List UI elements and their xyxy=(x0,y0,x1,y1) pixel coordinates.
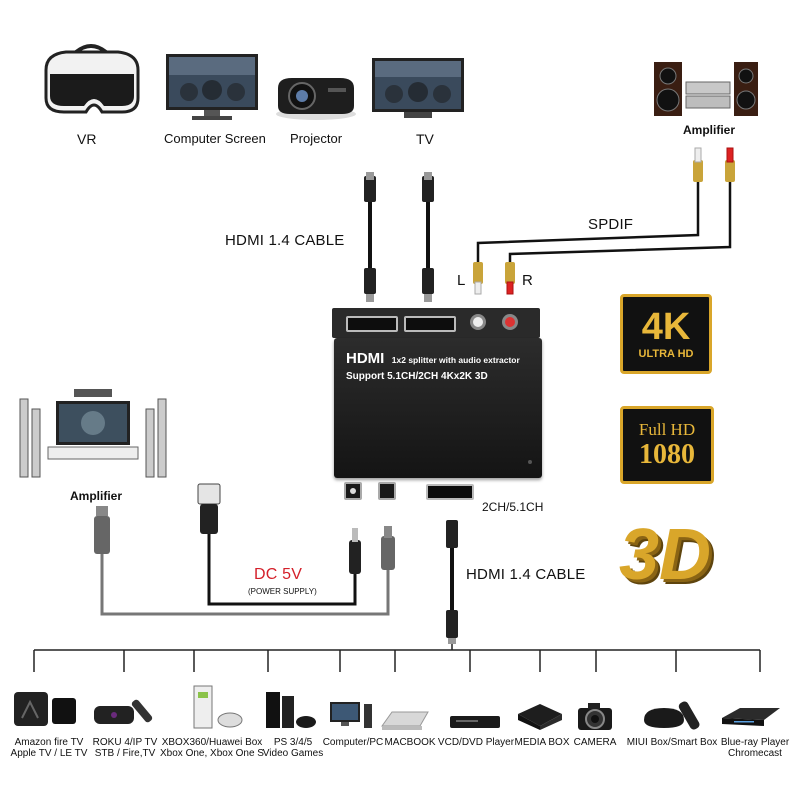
streaming-box-icon xyxy=(12,688,78,728)
vr-label: VR xyxy=(77,131,97,147)
bluray-player-icon xyxy=(720,702,782,732)
smart-box-icon xyxy=(640,698,702,732)
camera-icon xyxy=(576,700,614,732)
source-label-pc: Computer/PC xyxy=(322,737,384,748)
playstation-icon xyxy=(262,690,318,730)
optical-port[interactable] xyxy=(378,482,396,500)
ultra-hd-badge: 4K ULTRA HD xyxy=(620,294,712,374)
home-theater-icon xyxy=(18,385,168,483)
rca-right-port[interactable] xyxy=(502,314,518,330)
source-label-macbook: MACBOOK xyxy=(384,737,436,748)
vr-headset-icon xyxy=(36,40,146,126)
hdmi-cable-bottom-label: HDMI 1.4 CABLE xyxy=(466,566,586,583)
device-brand: HDMI xyxy=(346,350,385,367)
splitter-top-panel xyxy=(332,308,540,338)
projector-label: Projector xyxy=(290,131,343,146)
usb-power-cable xyxy=(197,483,361,606)
full-hd-badge: Full HD 1080 xyxy=(620,406,714,484)
source-bus xyxy=(33,644,761,672)
console-icon xyxy=(190,684,246,730)
splitter-body: HDMI 1x2 splitter with audio extractor S… xyxy=(334,338,542,478)
hdmi-out-port-1[interactable] xyxy=(346,316,398,332)
audio-mode-label: 2CH/5.1CH xyxy=(482,500,544,514)
desktop-pc-icon xyxy=(328,700,374,730)
media-box-icon xyxy=(514,700,564,732)
projector-icon xyxy=(272,70,360,122)
amplifier-left-label: Amplifier xyxy=(70,489,123,503)
ultra-hd-main: 4K xyxy=(641,306,691,348)
tv-label: TV xyxy=(416,131,434,147)
hdmi-cable-top-right xyxy=(422,172,434,302)
roku-icon xyxy=(92,696,164,728)
left-channel-label: L xyxy=(457,272,466,289)
three-d-badge: 3D xyxy=(618,515,712,595)
source-label-media-box: MEDIA BOX xyxy=(514,737,570,748)
dc-power-label: DC 5V xyxy=(254,566,303,583)
rca-cable-pair xyxy=(473,147,735,295)
full-hd-sub: 1080 xyxy=(639,439,695,470)
dvd-player-icon xyxy=(448,712,502,732)
tv-icon xyxy=(370,56,466,122)
device-subtitle: 1x2 splitter with audio extractor xyxy=(391,355,520,365)
ultra-hd-sub: ULTRA HD xyxy=(638,348,694,360)
source-label-smart-box: MIUI Box/Smart Box xyxy=(626,737,718,748)
full-hd-main: Full HD xyxy=(638,420,696,439)
source-label-camera: CAMERA xyxy=(573,737,617,748)
rca-left-port[interactable] xyxy=(470,314,486,330)
hdmi-cable-top-left xyxy=(364,172,376,302)
monitor-icon xyxy=(164,52,260,124)
computer-screen-label: Computer Screen xyxy=(164,131,266,146)
hdmi-cable-bottom xyxy=(446,520,458,644)
hdmi-out-port-2[interactable] xyxy=(404,316,456,332)
hdmi-cable-top-label: HDMI 1.4 CABLE xyxy=(225,232,345,249)
power-led xyxy=(528,460,532,464)
amplifier-top-label: Amplifier xyxy=(683,123,736,137)
right-channel-label: R xyxy=(522,272,534,289)
optical-cable xyxy=(94,506,395,616)
dc-power-note: (POWER SUPPLY) xyxy=(248,587,317,596)
laptop-icon xyxy=(380,708,430,732)
source-label-dvd: VCD/DVD Player xyxy=(437,737,515,748)
device-support: Support 5.1CH/2CH 4Kx2K 3D xyxy=(346,371,488,382)
hdmi-in-port[interactable] xyxy=(426,484,474,500)
speaker-stack-icon xyxy=(650,60,760,118)
dc-power-port[interactable] xyxy=(344,482,362,500)
splitter-bottom-panel xyxy=(334,478,474,506)
spdif-label: SPDIF xyxy=(588,216,634,233)
